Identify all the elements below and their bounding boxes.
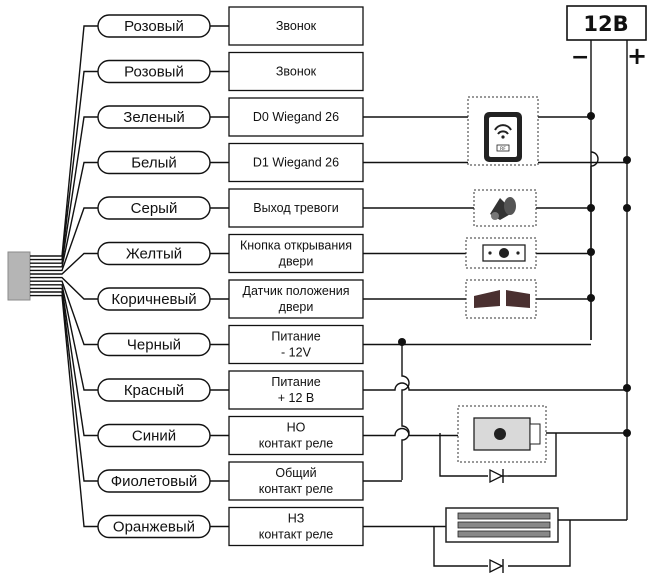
fan-wire — [30, 252, 98, 275]
function-label: Звонок — [276, 19, 317, 33]
function-label: Датчик положения — [243, 284, 350, 298]
wire-color-label: Оранжевый — [113, 519, 195, 536]
wire-row: Коричневый Датчик положения двери — [97, 279, 591, 319]
power-supply-label: 12В — [583, 12, 628, 36]
rail-crossover — [590, 151, 599, 167]
function-box — [228, 461, 364, 501]
card-reader-icon: RF — [467, 96, 539, 166]
wire-row: Зеленый D0 Wiegand 26 — [97, 97, 591, 137]
wire-row: Оранжевый НЗ контакт реле — [97, 506, 446, 547]
wire-row: Розовый Звонок — [97, 51, 364, 92]
function-label: + 12 В — [278, 391, 315, 405]
wire-row: Серый Выход тревоги — [97, 188, 591, 228]
diode-icon — [489, 468, 508, 484]
fan-wire — [30, 207, 98, 272]
function-box — [228, 506, 364, 547]
diode-icon — [489, 558, 504, 573]
fan-wire — [30, 287, 98, 437]
wire-color-label: Белый — [131, 155, 177, 172]
function-label: Кнопка открывания — [240, 239, 352, 253]
relay-common-riser — [401, 342, 410, 480]
power-supply: 12В − + — [566, 5, 647, 70]
function-box — [228, 142, 364, 183]
function-label: контакт реле — [259, 482, 334, 496]
siren-icon — [473, 189, 537, 227]
wire-fan — [30, 25, 98, 528]
function-label: Выход тревоги — [253, 201, 339, 215]
function-box — [228, 97, 364, 137]
function-box — [228, 415, 364, 456]
wire-color-label: Серый — [131, 200, 178, 217]
wire-color-label: Красный — [124, 382, 184, 399]
function-label: Звонок — [276, 65, 317, 79]
exit-button-icon — [465, 237, 537, 269]
power-minus-label: − — [571, 45, 589, 70]
function-label: двери — [279, 255, 314, 269]
fan-wire — [30, 70, 98, 261]
function-label: D1 Wiegand 26 — [253, 156, 339, 170]
junction-dot — [587, 112, 595, 120]
function-label: - 12V — [281, 346, 312, 360]
fan-wire — [30, 161, 98, 268]
fan-wire — [30, 276, 98, 300]
junction-dot — [623, 204, 631, 212]
connector-block — [7, 251, 31, 301]
function-label: НО — [287, 421, 306, 435]
junction-dot — [623, 156, 631, 164]
junction-dot — [587, 204, 595, 212]
wire-row: Белый D1 Wiegand 26 — [97, 142, 627, 183]
function-label: НЗ — [288, 512, 305, 526]
wire-color-label: Зеленый — [123, 109, 184, 126]
door-sensor-icon — [465, 279, 537, 319]
wire-color-label: Коричневый — [111, 291, 196, 308]
junction-dot — [398, 338, 406, 346]
wire-row: Фиолетовый Общий контакт реле — [97, 461, 402, 501]
function-box — [228, 324, 364, 365]
function-label: Питание — [271, 375, 320, 389]
wire-color-label: Синий — [132, 428, 176, 445]
wire-color-label: Желтый — [126, 246, 182, 263]
function-box — [228, 188, 364, 228]
wire-row: Розовый Звонок — [97, 6, 364, 46]
junction-dot — [587, 294, 595, 302]
wire-color-label: Розовый — [124, 18, 184, 35]
function-box — [228, 51, 364, 92]
electromagnetic-lock-icon — [457, 405, 547, 463]
fan-wire — [30, 280, 98, 346]
function-box — [228, 233, 364, 274]
wire-color-label: Фиолетовый — [111, 473, 198, 490]
fan-wire — [30, 284, 98, 391]
fan-wire — [30, 25, 98, 257]
junction-dot — [623, 384, 631, 392]
fan-wire — [30, 291, 98, 482]
power-plus-label: + — [627, 42, 647, 70]
fan-wire — [30, 294, 98, 528]
wire-row: Красный Питание + 12 В — [97, 370, 627, 410]
fan-wire — [30, 116, 98, 264]
wire-color-label: Черный — [127, 337, 181, 354]
power-supply-box — [566, 5, 647, 41]
function-label: Общий — [275, 466, 316, 480]
electromagnetic-strike-icon — [445, 507, 559, 543]
power-rails — [401, 40, 628, 520]
function-box — [228, 6, 364, 46]
wire-row: Синий НО контакт реле — [97, 415, 458, 456]
function-label: D0 Wiegand 26 — [253, 110, 339, 124]
function-label: Питание — [271, 330, 320, 344]
wire-color-label: Розовый — [124, 64, 184, 81]
function-label: двери — [279, 300, 314, 314]
function-label: контакт реле — [259, 528, 334, 542]
junction-dot — [587, 248, 595, 256]
wire-row: Черный Питание - 12V — [97, 324, 591, 365]
reader-sublabel: RF — [500, 146, 506, 152]
wire-row: Желтый Кнопка открывания двери — [97, 233, 591, 274]
function-label: контакт реле — [259, 437, 334, 451]
